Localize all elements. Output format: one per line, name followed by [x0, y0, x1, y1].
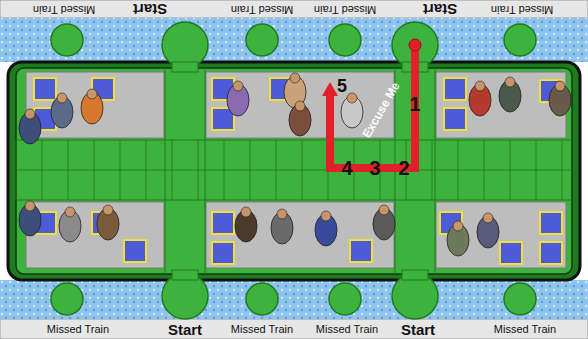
- missed-train-label: Missed Train: [33, 4, 95, 15]
- missed-train-label: Missed Train: [316, 324, 378, 335]
- missed-train-label: Missed Train: [47, 324, 109, 335]
- seat: [212, 242, 234, 264]
- passenger: [373, 205, 395, 240]
- missed-train-label: Missed Train: [491, 4, 553, 15]
- start-label: Start: [133, 2, 167, 17]
- passenger: [271, 209, 293, 244]
- passenger: [19, 109, 41, 144]
- passenger: [59, 207, 81, 242]
- start-label: Start: [401, 322, 435, 337]
- seat: [212, 212, 234, 234]
- passenger: [227, 81, 249, 116]
- passenger: [549, 81, 571, 116]
- seat: [34, 78, 56, 100]
- seat: [350, 240, 372, 262]
- seat: [540, 242, 562, 264]
- passenger: [469, 81, 491, 116]
- missed-train-label: Missed Train: [231, 4, 293, 15]
- step-number: 1: [409, 94, 420, 114]
- seat: [500, 242, 522, 264]
- passenger: [341, 93, 363, 128]
- missed-train-label: Missed Train: [494, 324, 556, 335]
- passenger: [51, 93, 73, 128]
- passenger: [81, 89, 103, 124]
- missed-train-label: Missed Train: [314, 4, 376, 15]
- start-label: Start: [168, 322, 202, 337]
- passenger: [477, 213, 499, 248]
- aisle-cell: [16, 170, 572, 171]
- step-number: 2: [398, 158, 409, 178]
- step-number: 4: [341, 158, 352, 178]
- passenger: [19, 201, 41, 236]
- passenger: [315, 211, 337, 246]
- passenger: [447, 221, 469, 256]
- passenger: [97, 205, 119, 240]
- passenger: [235, 207, 257, 242]
- seat: [124, 240, 146, 262]
- seat: [444, 78, 466, 100]
- start-label: Start: [423, 2, 457, 17]
- seat: [444, 108, 466, 130]
- seat: [540, 212, 562, 234]
- step-number: 5: [337, 77, 347, 95]
- step-number: 3: [369, 158, 380, 178]
- passenger: [499, 77, 521, 112]
- passenger: [289, 101, 311, 136]
- missed-train-label: Missed Train: [231, 324, 293, 335]
